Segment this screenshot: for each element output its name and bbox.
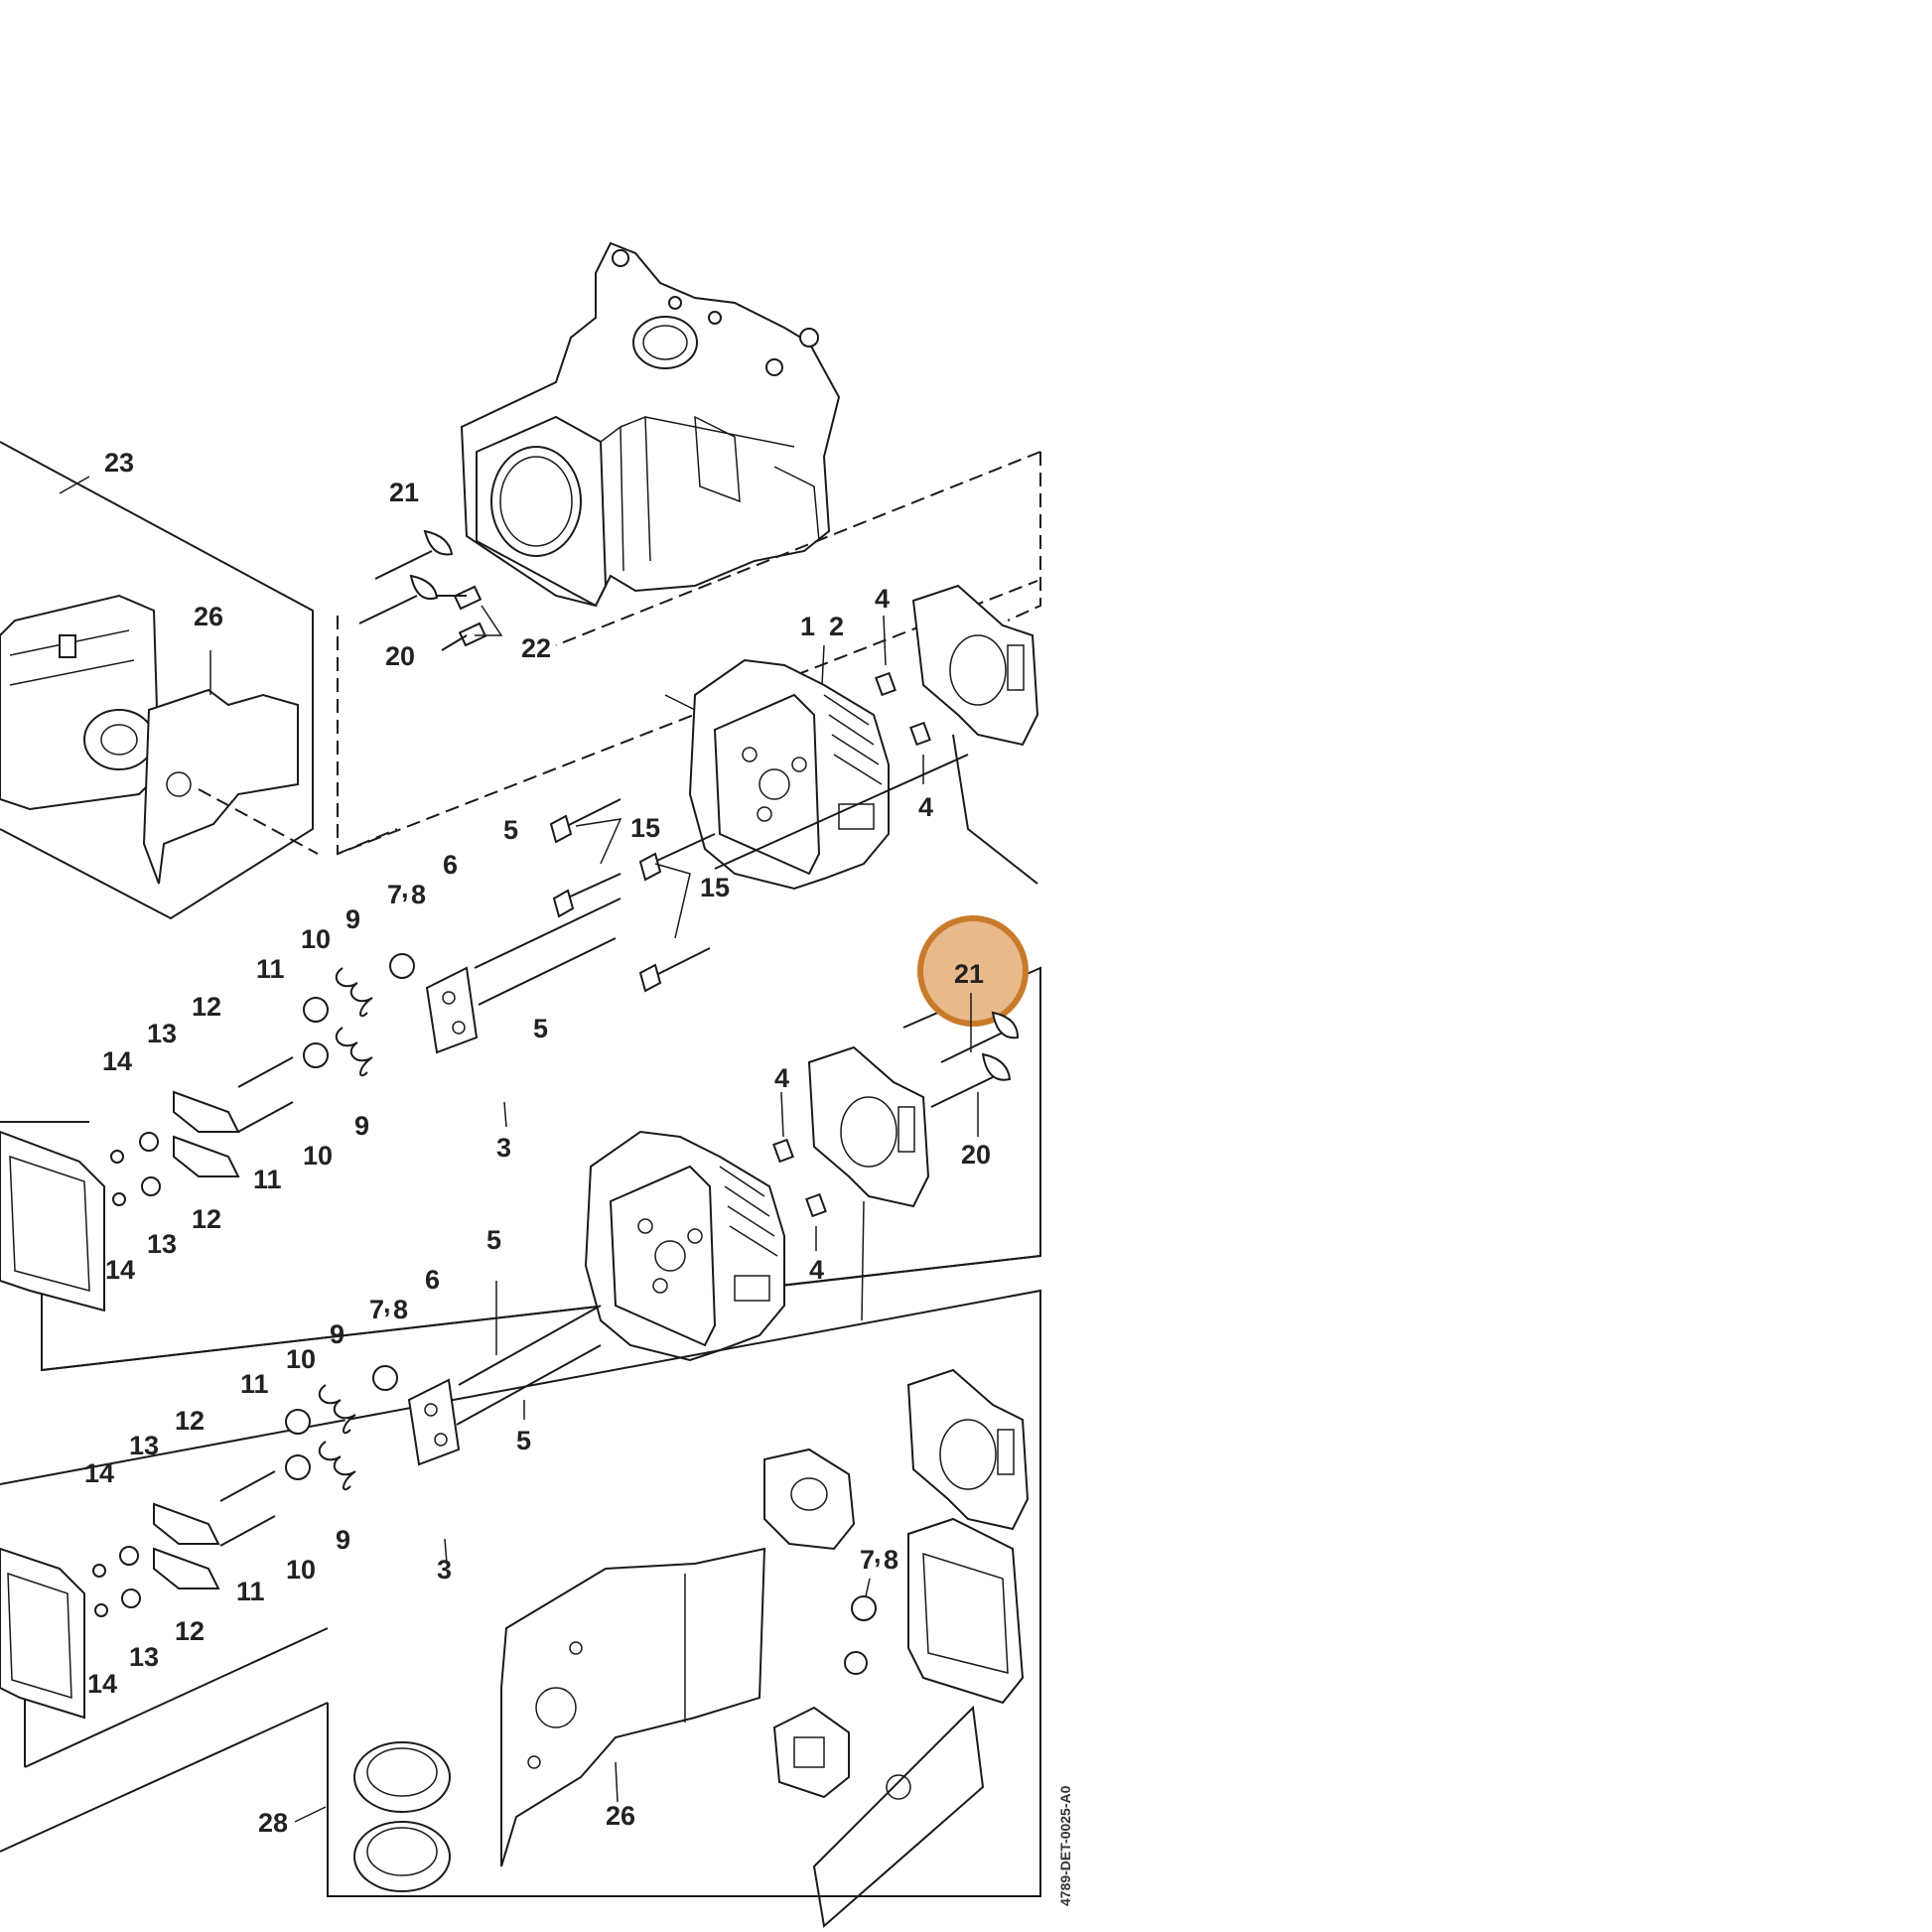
callout-5: 5	[516, 1426, 531, 1455]
comma-separator: ,	[383, 1289, 391, 1318]
cylinder-block	[460, 241, 841, 608]
muffler-kit-box	[0, 441, 314, 920]
callout-15: 15	[630, 813, 660, 843]
gasket-kit-box-top	[952, 734, 1038, 885]
callout-14: 14	[87, 1669, 117, 1699]
callout-5: 5	[533, 1014, 548, 1043]
callout-8: 8	[393, 1295, 408, 1324]
callout-1: 1	[800, 612, 815, 641]
callout-10: 10	[303, 1141, 333, 1171]
callout-7: 7	[369, 1295, 384, 1324]
callout-10: 10	[301, 924, 331, 954]
callout-9: 9	[345, 904, 360, 934]
callout-26: 26	[606, 1801, 635, 1831]
callout-14: 14	[105, 1255, 135, 1285]
callout-5: 5	[503, 815, 518, 845]
callout-11: 11	[253, 1165, 282, 1194]
head-group-outline	[198, 451, 1041, 856]
callout-10: 10	[286, 1344, 316, 1374]
comma-separator: ,	[401, 874, 409, 903]
callout-4: 4	[774, 1063, 789, 1093]
oil-seals	[294, 1741, 451, 1892]
top-cylinder-head	[688, 615, 931, 891]
top-valves	[358, 529, 503, 651]
callout-22: 22	[521, 633, 551, 663]
middle-push-rods	[456, 1281, 602, 1426]
callout-9: 9	[330, 1319, 345, 1349]
comma-separator: ,	[874, 1539, 882, 1569]
callout-13: 13	[129, 1431, 159, 1460]
callout-21: 21	[389, 478, 419, 507]
callout-28: 28	[258, 1808, 288, 1838]
callout-12: 12	[192, 992, 221, 1022]
callout-14: 14	[84, 1458, 114, 1488]
top-push-rods	[474, 798, 716, 1006]
callout-labels: 23 26 21 20 22 1 2 4 4 5 15 15 5 6 7 8 9…	[84, 448, 1073, 1906]
callout-21-highlighted: 21	[954, 959, 984, 989]
callout-12: 12	[175, 1616, 205, 1646]
callout-26: 26	[194, 602, 223, 631]
callout-12: 12	[192, 1204, 221, 1234]
callout-20: 20	[961, 1140, 991, 1170]
callout-9: 9	[354, 1111, 369, 1141]
callout-3: 3	[496, 1133, 511, 1163]
callout-4: 4	[809, 1255, 824, 1285]
highlight-part-21	[917, 915, 1029, 1137]
drawing-reference-code: 4789-DET-0025-A0	[1057, 1785, 1073, 1906]
callout-7: 7	[387, 880, 402, 909]
callout-9: 9	[336, 1525, 350, 1555]
callout-2: 2	[829, 612, 844, 641]
middle-cylinder-head	[584, 1045, 930, 1362]
callout-7: 7	[860, 1545, 875, 1575]
lower-gasket-set	[500, 1368, 1030, 1928]
callout-6: 6	[425, 1265, 440, 1295]
callout-13: 13	[147, 1229, 177, 1259]
callout-11: 11	[256, 954, 285, 984]
callout-3: 3	[437, 1555, 452, 1585]
callout-15: 15	[700, 873, 730, 902]
callout-11: 11	[236, 1577, 265, 1606]
lower-rocker-parts	[0, 1365, 461, 1720]
top-gasket	[911, 584, 1039, 747]
callout-6: 6	[443, 850, 458, 880]
callout-20: 20	[385, 641, 415, 671]
callout-10: 10	[286, 1555, 316, 1585]
callout-8: 8	[411, 880, 426, 909]
middle-rocker-parts	[0, 953, 507, 1312]
callout-13: 13	[147, 1019, 177, 1048]
callout-13: 13	[129, 1642, 159, 1672]
callout-4: 4	[918, 792, 933, 822]
highlight-circle	[917, 915, 1029, 1027]
callout-23: 23	[104, 448, 134, 478]
callout-4: 4	[875, 584, 890, 614]
callout-12: 12	[175, 1406, 205, 1436]
callout-11: 11	[240, 1369, 269, 1399]
callout-5: 5	[486, 1225, 501, 1255]
callout-14: 14	[102, 1046, 132, 1076]
seal-kit-box	[327, 1291, 1041, 1897]
callout-8: 8	[884, 1545, 898, 1575]
